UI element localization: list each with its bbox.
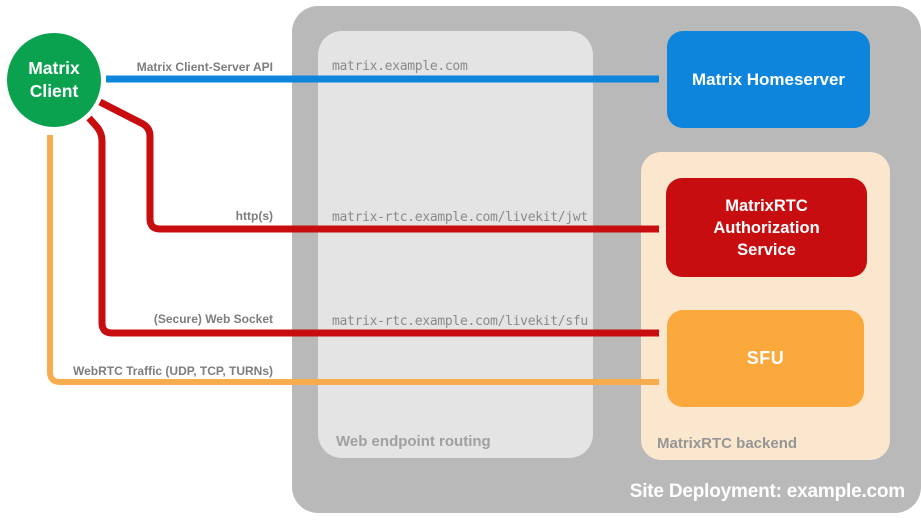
endpoint-livekit-jwt: matrix-rtc.example.com/livekit/jwt bbox=[332, 210, 588, 225]
matrixrtc-backend-label: MatrixRTC backend bbox=[657, 435, 798, 452]
web-endpoint-routing-label: Web endpoint routing bbox=[336, 433, 491, 450]
matrixrtc-authorization-service-label: MatrixRTC Authorization Service bbox=[713, 196, 820, 259]
arrow-label-matrix-client-server-api: Matrix Client-Server API bbox=[136, 60, 273, 74]
matrix-client-label-line2: Client bbox=[29, 81, 79, 101]
arrow-label-secure-web-socket: (Secure) Web Socket bbox=[153, 312, 273, 326]
matrix-client-node: Matrix Client bbox=[7, 33, 101, 127]
matrix-homeserver-label: Matrix Homeserver bbox=[691, 69, 846, 89]
matrix-homeserver-node: Matrix Homeserver bbox=[667, 31, 870, 128]
endpoint-matrix-example-com: matrix.example.com bbox=[332, 59, 468, 74]
web-endpoint-routing-box: matrix.example.com matrix-rtc.example.co… bbox=[318, 31, 593, 458]
matrixrtc-authorization-service-node: MatrixRTC Authorization Service bbox=[666, 178, 867, 277]
sfu-label: SFU bbox=[746, 348, 785, 368]
sfu-node: SFU bbox=[667, 310, 864, 407]
site-deployment-label: Site Deployment: example.com bbox=[629, 481, 905, 502]
matrix-client-label-line1: Matrix bbox=[28, 58, 80, 78]
endpoint-livekit-sfu: matrix-rtc.example.com/livekit/sfu bbox=[332, 314, 588, 329]
arrow-label-webrtc-traffic: WebRTC Traffic (UDP, TCP, TURNs) bbox=[72, 364, 273, 378]
arrow-label-https: http(s) bbox=[235, 209, 273, 223]
